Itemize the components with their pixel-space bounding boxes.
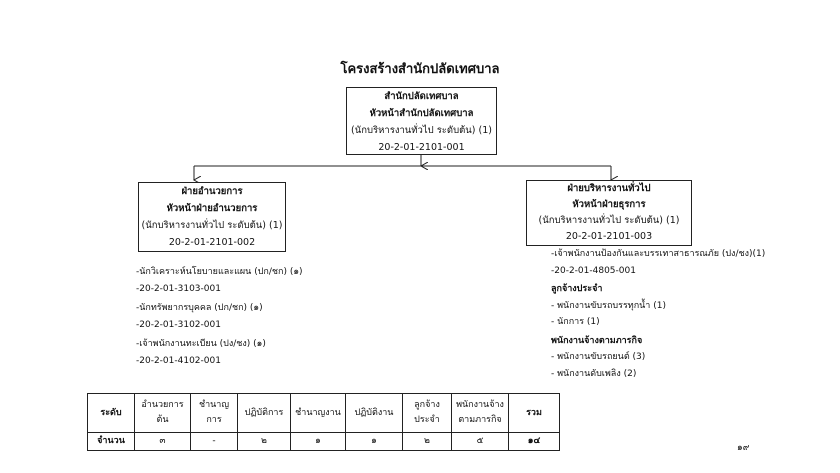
section-heading: ลูกจ้างประจำ — [551, 284, 603, 294]
cell-line: การ — [206, 415, 222, 425]
list-item: -นักทรัพยากรบุคคล (ปก/ชก) (๑) — [136, 303, 263, 313]
cell-line: พนักงานจ้าง — [456, 400, 504, 410]
box-line: (นักบริหารงานทั่วไป ระดับต้น) (1) — [538, 215, 680, 226]
list-item: - พนักงานดับเพลิง (2) — [551, 368, 637, 379]
box-line: 20-2-01-2101-001 — [378, 142, 465, 153]
box-line: หัวหน้าสำนักปลัดเทศบาล — [369, 108, 474, 119]
cell-line: ชำนาญงาน — [295, 407, 341, 418]
box-line: สำนักปลัดเทศบาล — [384, 91, 459, 102]
general-admin-positions: -เจ้าพนักงานป้องกันและบรรเทาสาธารณภัย (ป… — [551, 246, 765, 382]
list-item: -เจ้าพนักงานทะเบียน (ปง/ชง) (๑) — [136, 339, 266, 349]
personnel-summary-table: ระดับ อำนวยการต้น ชำนาญการ ปฏิบัติการ ชำ… — [87, 393, 560, 451]
table-cell: - — [190, 432, 238, 451]
box-line: ฝ่ายอำนวยการ — [181, 186, 243, 197]
table-cell: ชำนาญงาน — [290, 393, 346, 433]
table-cell: อำนวยการต้น — [134, 393, 191, 433]
table-cell: ชำนาญการ — [190, 393, 238, 433]
cell-line: ตามภารกิจ — [458, 415, 502, 425]
table-cell: ๑ — [345, 432, 403, 451]
list-item: -20-2-01-3102-001 — [136, 319, 221, 330]
cell-line: ปฏิบัติงาน — [354, 407, 394, 418]
list-item: -20-2-01-3103-001 — [136, 283, 221, 294]
cell-line: ลูกจ้าง — [414, 400, 440, 410]
box-line: 20-2-01-2101-003 — [565, 231, 653, 242]
table-cell: ๑๔ — [508, 432, 560, 451]
box-line: (นักบริหารงานทั่วไป ระดับต้น) (1) — [351, 125, 492, 136]
cell-line: ต้น — [156, 415, 169, 425]
general-admin-division-box: ฝ่ายบริหารงานทั่วไป หัวหน้าฝ่ายธุรการ (น… — [526, 180, 692, 246]
list-item: - นักการ (1) — [551, 317, 600, 327]
cell-line: ชำนาญ — [198, 400, 230, 410]
list-item: -20-2-01-4102-001 — [136, 355, 221, 366]
cell-line: ปฏิบัติการ — [244, 407, 284, 418]
cell-line: อำนวยการ — [141, 400, 184, 410]
box-line: (นักบริหารงานทั่วไป ระดับต้น) (1) — [141, 220, 283, 231]
section-heading: พนักงานจ้างตามภารกิจ — [551, 335, 643, 346]
admin-division-box: ฝ่ายอำนวยการ หัวหน้าฝ่ายอำนวยการ (นักบริ… — [138, 182, 286, 252]
table-row: จำนวน ๓ - ๒ ๑ ๑ ๒ ๕ ๑๔ — [87, 432, 560, 451]
table-cell: ๕ — [451, 432, 509, 451]
table-cell: ๒ — [237, 432, 291, 451]
page-number: ๑๙ — [737, 443, 750, 453]
page-title: โครงสร้างสำนักปลัดเทศบาล — [340, 62, 500, 77]
table-cell: รวม — [508, 393, 560, 433]
table-cell: ปฏิบัติการ — [237, 393, 291, 433]
table-cell: ๒ — [402, 432, 452, 451]
list-item: -20-2-01-4805-001 — [551, 265, 636, 276]
table-cell: พนักงานจ้างตามภารกิจ — [451, 393, 509, 433]
list-item: - พนักงานขับรถบรรทุกน้ำ (1) — [551, 300, 666, 311]
table-cell: ๑ — [290, 432, 346, 451]
cell-line: ประจำ — [414, 415, 440, 425]
table-cell: ๓ — [134, 432, 191, 451]
table-cell: ปฏิบัติงาน — [345, 393, 403, 433]
box-line: หัวหน้าฝ่ายธุรการ — [572, 199, 646, 210]
box-line: ฝ่ายบริหารงานทั่วไป — [567, 183, 651, 194]
admin-division-positions: -นักวิเคราะห์นโยบายและแผน (ปก/ชก) (๑) -2… — [136, 264, 303, 369]
office-head-box: สำนักปลัดเทศบาล หัวหน้าสำนักปลัดเทศบาล (… — [346, 87, 497, 155]
table-cell: จำนวน — [87, 432, 135, 451]
table-cell: ระดับ — [87, 393, 135, 433]
list-item: - พนักงานขับรถยนต์ (3) — [551, 352, 646, 362]
list-item: -นักวิเคราะห์นโยบายและแผน (ปก/ชก) (๑) — [136, 267, 303, 277]
table-cell: ลูกจ้างประจำ — [402, 393, 452, 433]
box-line: หัวหน้าฝ่ายอำนวยการ — [166, 203, 258, 214]
box-line: 20-2-01-2101-002 — [168, 237, 256, 248]
list-item: -เจ้าพนักงานป้องกันและบรรเทาสาธารณภัย (ป… — [551, 249, 766, 259]
table-row: ระดับ อำนวยการต้น ชำนาญการ ปฏิบัติการ ชำ… — [87, 393, 560, 433]
